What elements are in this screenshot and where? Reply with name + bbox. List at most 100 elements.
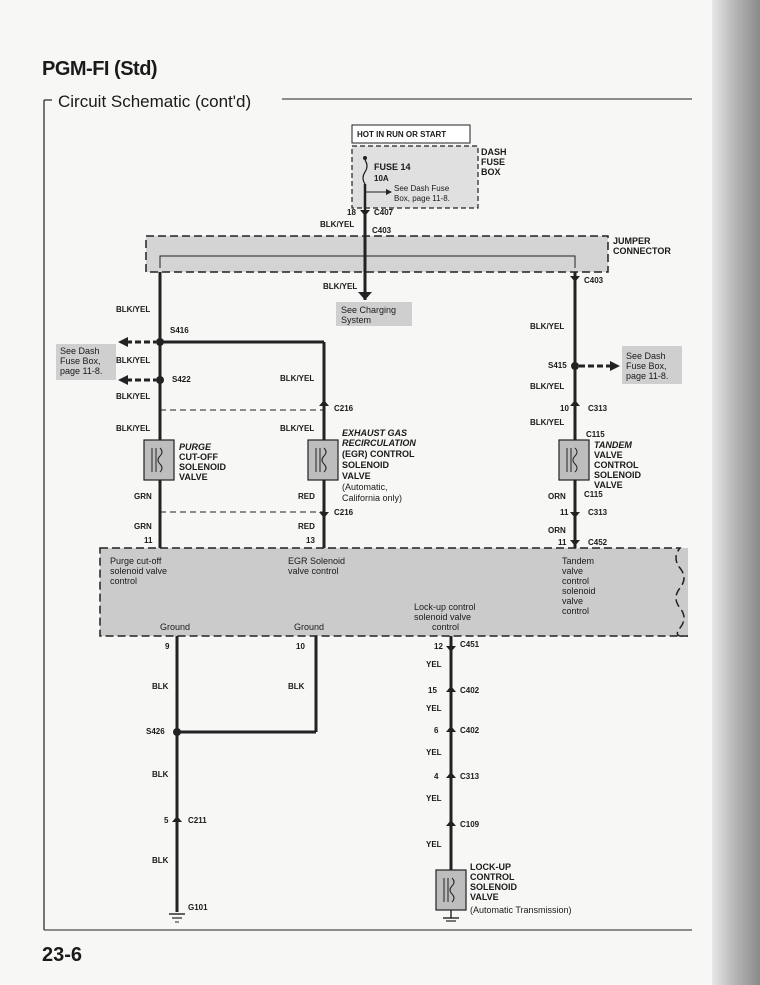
splice-s426: S426 (146, 727, 165, 736)
wire-blk-4: BLK (152, 856, 169, 865)
fuse-box-shade (352, 146, 478, 208)
wire-orn-2: ORN (548, 526, 566, 535)
pin-4: 4 (434, 772, 439, 781)
wire-yel-2: YEL (426, 704, 442, 713)
ecu-ground-2: Ground (294, 622, 325, 632)
pin-9: 9 (165, 642, 170, 651)
lockup-label-5: (Automatic Transmission) (470, 905, 572, 915)
tandem-label-5: VALVE (594, 480, 623, 490)
ecu-lockup-line1: Lock-up control (414, 602, 476, 612)
wire-blk-yel-center: BLK/YEL (323, 282, 358, 291)
ecu-tandem-line5: valve (562, 596, 584, 606)
connector-c216-top: C216 (334, 404, 354, 413)
dash-ref-left-box (56, 344, 116, 380)
ecu-purge-line2: solenoid valve (110, 566, 168, 576)
connector-c452: C452 (588, 538, 608, 547)
wire-grn-2: GRN (134, 522, 152, 531)
dash-ref-left-line3: page 11-8. (60, 366, 103, 376)
wire-blk-yel-mid-2: BLK/YEL (280, 424, 315, 433)
ground-g101: G101 (188, 903, 208, 912)
connector-c403-top: C403 (372, 226, 392, 235)
lockup-label-3: SOLENOID (470, 882, 518, 892)
fuse-ref-line1: See Dash Fuse (394, 184, 450, 193)
ecu-egr-line1: EGR Solenoid (288, 556, 346, 566)
dash-fuse-box-label-1: DASH (481, 147, 507, 157)
purge-label-4: VALVE (179, 472, 208, 482)
purge-label-2: CUT-OFF (179, 452, 218, 462)
tandem-label-1: TANDEM (594, 440, 632, 450)
dash-fuse-box-label-3: BOX (481, 167, 501, 177)
wire-blk-yel-left-3: BLK/YEL (116, 392, 151, 401)
ecu-band (100, 548, 688, 636)
dash-ref-left-line1: See Dash (60, 346, 100, 356)
pin-10-right: 10 (560, 404, 569, 413)
wire-blk-yel-right-1: BLK/YEL (530, 322, 565, 331)
connector-c216-bottom: C216 (334, 508, 354, 517)
dash-ref-right-box (622, 346, 682, 384)
ecu-tandem-line2: valve (562, 566, 584, 576)
splice-s422: S422 (172, 375, 191, 384)
wire-yel-1: YEL (426, 660, 442, 669)
wire-red-1: RED (298, 492, 315, 501)
wire-yel-5: YEL (426, 840, 442, 849)
pin-18: 18 (347, 208, 356, 217)
wire-blk-3: BLK (152, 770, 169, 779)
pin-12: 12 (434, 642, 443, 651)
tandem-label-2: VALVE (594, 450, 623, 460)
dash-ref-right-line2: Fuse Box, (626, 361, 667, 371)
ecu-tandem-line4: solenoid (562, 586, 596, 596)
page-number: 23-6 (42, 944, 83, 966)
ecu-lockup-line3: control (432, 622, 460, 632)
wire-red-2: RED (298, 522, 315, 531)
dash-fuse-box-label-2: FUSE (481, 157, 506, 167)
dash-ref-right-line1: See Dash (626, 351, 666, 361)
ecu-tandem-line6: control (562, 606, 590, 616)
lockup-label-2: CONTROL (470, 872, 515, 882)
connector-c407: C407 (374, 208, 394, 217)
fuse-14-label: FUSE 14 (374, 162, 411, 172)
purge-label-3: SOLENOID (179, 462, 227, 472)
egr-label-7: California only) (342, 493, 403, 503)
jumper-label-2: CONNECTOR (613, 246, 671, 256)
page-subtitle: Circuit Schematic (cont'd) (58, 92, 252, 111)
charging-ref-box (336, 302, 412, 326)
charging-ref-line1: See Charging (341, 305, 397, 315)
wire-yel-3: YEL (426, 748, 442, 757)
fuse-ref-line2: Box, page 11-8. (394, 194, 450, 203)
pin-6: 6 (434, 726, 439, 735)
connector-c451: C451 (460, 640, 480, 649)
wire-blk-yel-right-2: BLK/YEL (530, 382, 565, 391)
connector-c211: C211 (188, 816, 207, 825)
connector-c115-top: C115 (586, 430, 605, 439)
connector-c402-b: C402 (460, 726, 480, 735)
connector-c115-bottom: C115 (584, 490, 603, 499)
egr-label-1: EXHAUST GAS (342, 428, 408, 438)
purge-label-1: PURGE (179, 442, 212, 452)
wire-blk-yel-left-1: BLK/YEL (116, 305, 151, 314)
tandem-label-4: SOLENOID (594, 470, 642, 480)
lockup-label-4: VALVE (470, 892, 499, 902)
egr-label-4: SOLENOID (342, 460, 390, 470)
connector-c313-bottom: C313 (460, 772, 480, 781)
ecu-tandem-line1: Tandem (562, 556, 595, 566)
ecu-egr-line2: valve control (288, 566, 339, 576)
connector-c313-right: C313 (588, 404, 608, 413)
pin-5: 5 (164, 816, 169, 825)
jumper-label-1: JUMPER (613, 236, 651, 246)
lockup-label-1: LOCK-UP (470, 862, 511, 872)
charging-ref-line2: System (341, 315, 372, 325)
wire-grn-1: GRN (134, 492, 152, 501)
dash-ref-left-line2: Fuse Box, (60, 356, 101, 366)
ecu-purge-line3: control (110, 576, 138, 586)
pin-15: 15 (428, 686, 437, 695)
wire-blk-1: BLK (152, 682, 169, 691)
splice-s416: S416 (170, 326, 189, 335)
wire-blk-2: BLK (288, 682, 305, 691)
wire-blk-yel-left-4: BLK/YEL (116, 424, 151, 433)
pin-11-purge: 11 (144, 536, 153, 545)
egr-label-5: VALVE (342, 471, 371, 481)
ecu-purge-line1: Purge cut-off (110, 556, 162, 566)
wire-blk-yel-top: BLK/YEL (320, 220, 355, 229)
